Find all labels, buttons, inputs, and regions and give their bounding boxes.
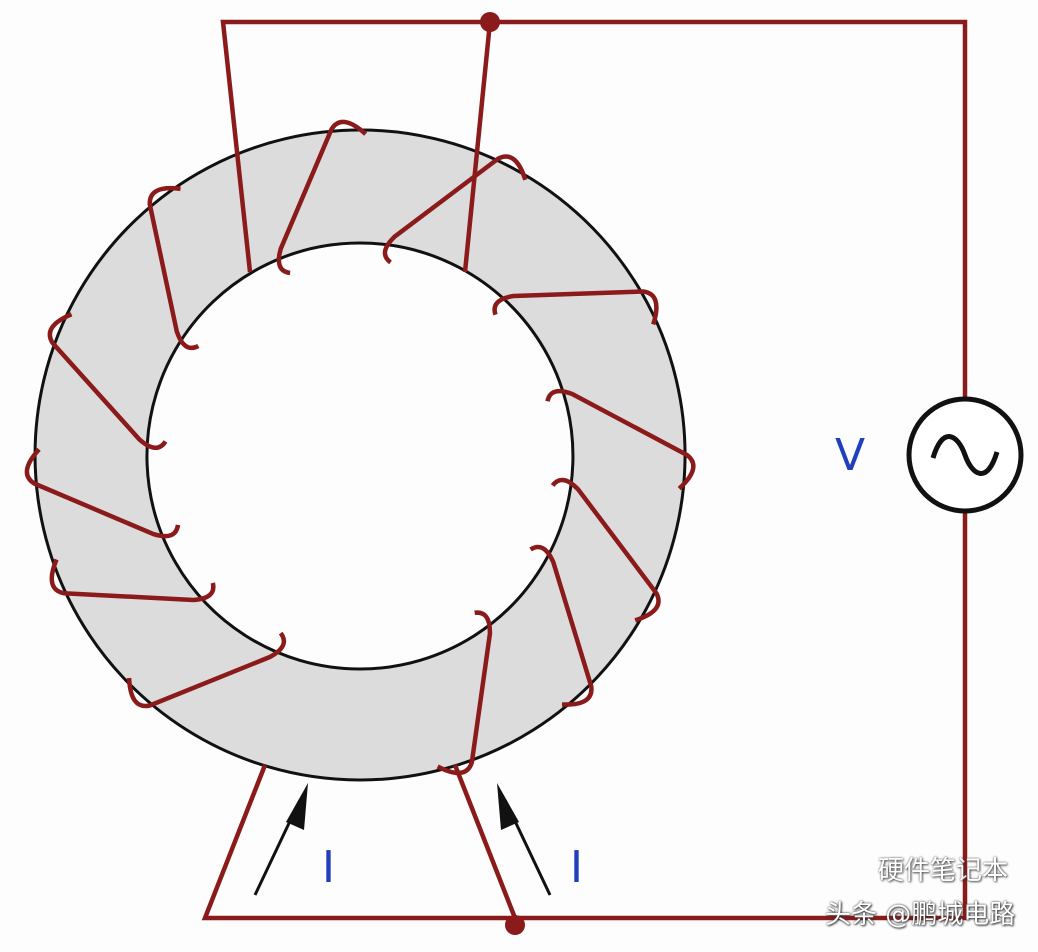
top-wire xyxy=(220,19,968,398)
watermark-source: 头条 @鹏城电路 xyxy=(825,900,1016,930)
current-label-left: I xyxy=(322,842,335,893)
coil-turn xyxy=(126,631,287,709)
bottom-node xyxy=(505,915,525,935)
coil-turn xyxy=(24,447,181,539)
top-node xyxy=(480,12,500,32)
coil-turn xyxy=(436,610,493,776)
coil-turn xyxy=(529,544,594,707)
coil-turn xyxy=(276,119,368,276)
coil-turn xyxy=(382,154,528,265)
toroid-core xyxy=(33,128,687,782)
right-lead-top xyxy=(462,21,493,273)
coil-turn xyxy=(147,185,200,351)
ac-source-icon xyxy=(906,396,1024,514)
watermark-account: 硬件笔记本 xyxy=(878,856,1009,886)
coil-turn xyxy=(545,388,696,491)
current-arrow-right xyxy=(497,783,552,896)
circuit-wires xyxy=(201,19,968,921)
bottom-wire xyxy=(201,512,968,921)
current-arrow-left xyxy=(253,783,308,896)
coil-turn xyxy=(49,558,216,603)
voltage-label: V xyxy=(835,430,866,481)
current-label-right: I xyxy=(570,842,583,893)
coil-turn xyxy=(47,312,168,450)
right-lead-bottom xyxy=(452,764,518,919)
coil-windings xyxy=(24,119,696,776)
coil-turn xyxy=(492,289,659,326)
coil-turn xyxy=(550,477,661,623)
